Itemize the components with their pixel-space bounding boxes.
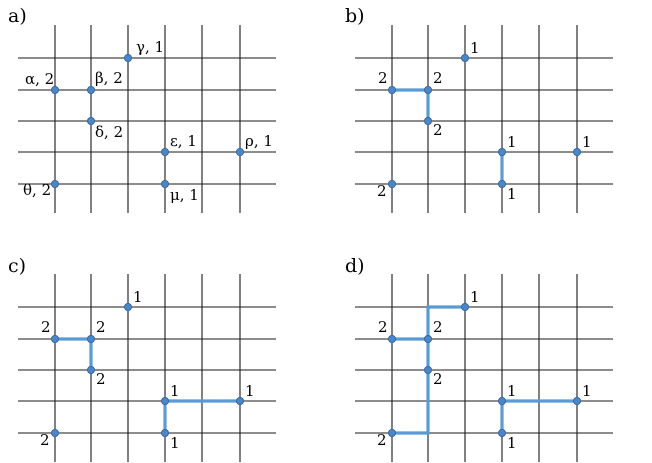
node-mu bbox=[160, 428, 169, 437]
node-beta bbox=[87, 86, 96, 95]
node-rho bbox=[573, 147, 582, 156]
node-label-beta: 2 bbox=[433, 69, 443, 87]
node-label-mu: μ, 1 bbox=[170, 186, 199, 204]
node-mu bbox=[497, 179, 506, 188]
node-rho bbox=[235, 147, 244, 156]
grid bbox=[18, 274, 276, 462]
node-theta bbox=[387, 428, 396, 437]
node-alpha bbox=[51, 334, 60, 343]
node-label-gamma: 1 bbox=[133, 288, 143, 306]
node-label-gamma: γ, 1 bbox=[136, 38, 164, 56]
node-label-alpha: 2 bbox=[41, 318, 51, 336]
node-epsilon bbox=[497, 396, 506, 405]
node-label-rho: ρ, 1 bbox=[245, 132, 273, 150]
node-label-beta: β, 2 bbox=[95, 69, 123, 87]
node-label-delta: 2 bbox=[433, 370, 443, 388]
node-label-theta: 2 bbox=[377, 182, 387, 200]
node-label-delta: δ, 2 bbox=[95, 123, 123, 141]
grid bbox=[355, 25, 613, 213]
node-theta bbox=[387, 179, 396, 188]
node-alpha bbox=[387, 334, 396, 343]
node-epsilon bbox=[497, 147, 506, 156]
node-label-alpha: 2 bbox=[378, 318, 388, 336]
node-gamma bbox=[460, 54, 469, 63]
node-theta bbox=[51, 179, 60, 188]
node-label-beta: 2 bbox=[96, 318, 106, 336]
node-mu bbox=[497, 428, 506, 437]
node-label-alpha: α, 2 bbox=[25, 70, 54, 88]
node-epsilon bbox=[160, 147, 169, 156]
node-label-mu: 1 bbox=[507, 185, 517, 203]
node-delta bbox=[87, 365, 96, 374]
node-label-delta: 2 bbox=[96, 370, 106, 388]
node-alpha bbox=[51, 86, 60, 95]
node-label-gamma: 1 bbox=[470, 39, 480, 57]
node-alpha bbox=[387, 86, 396, 95]
node-beta bbox=[423, 86, 432, 95]
path-segment bbox=[390, 337, 430, 435]
node-label-mu: 1 bbox=[170, 434, 180, 452]
node-rho bbox=[235, 396, 244, 405]
node-delta bbox=[87, 117, 96, 126]
node-label-epsilon: 1 bbox=[507, 382, 517, 400]
node-beta bbox=[423, 334, 432, 343]
node-label-theta: 2 bbox=[40, 431, 50, 449]
panel-d: d) 1 2 2 2 1 1 2 1 bbox=[345, 255, 613, 462]
node-label-beta: 2 bbox=[433, 318, 443, 336]
panel-label: b) bbox=[345, 5, 365, 27]
node-label-alpha: 2 bbox=[378, 69, 388, 87]
node-gamma bbox=[124, 302, 133, 311]
path-segment bbox=[53, 337, 93, 372]
node-gamma bbox=[460, 302, 469, 311]
node-epsilon bbox=[160, 396, 169, 405]
panel-b: b) 1 2 2 2 1 1 2 1 bbox=[345, 5, 613, 213]
node-label-theta: 2 bbox=[377, 431, 387, 449]
node-theta bbox=[51, 428, 60, 437]
node-delta bbox=[423, 117, 432, 126]
panel-a: a) γ, 1 α, 2 β, 2 δ, 2 ε, 1 ρ, 1 θ, 2 μ, 1 bbox=[8, 5, 276, 213]
node-label-delta: 2 bbox=[433, 121, 443, 139]
node-label-theta: θ, 2 bbox=[23, 181, 51, 199]
panel-label: d) bbox=[345, 255, 365, 277]
panel-c: c) 1 2 2 2 1 1 2 1 bbox=[8, 255, 276, 462]
node-gamma bbox=[124, 54, 133, 63]
path-segment bbox=[390, 88, 430, 123]
panel-label: a) bbox=[8, 5, 27, 27]
path-segment bbox=[390, 305, 467, 341]
node-label-epsilon: ε, 1 bbox=[170, 132, 197, 150]
node-label-epsilon: 1 bbox=[170, 382, 180, 400]
node-rho bbox=[573, 396, 582, 405]
node-mu bbox=[160, 179, 169, 188]
node-label-rho: 1 bbox=[582, 133, 592, 151]
node-label-rho: 1 bbox=[582, 382, 592, 400]
node-label-mu: 1 bbox=[507, 434, 517, 452]
node-delta bbox=[423, 365, 432, 374]
panel-label: c) bbox=[8, 255, 26, 277]
node-beta bbox=[87, 334, 96, 343]
node-label-rho: 1 bbox=[245, 382, 255, 400]
node-label-gamma: 1 bbox=[470, 288, 480, 306]
node-label-epsilon: 1 bbox=[507, 133, 517, 151]
